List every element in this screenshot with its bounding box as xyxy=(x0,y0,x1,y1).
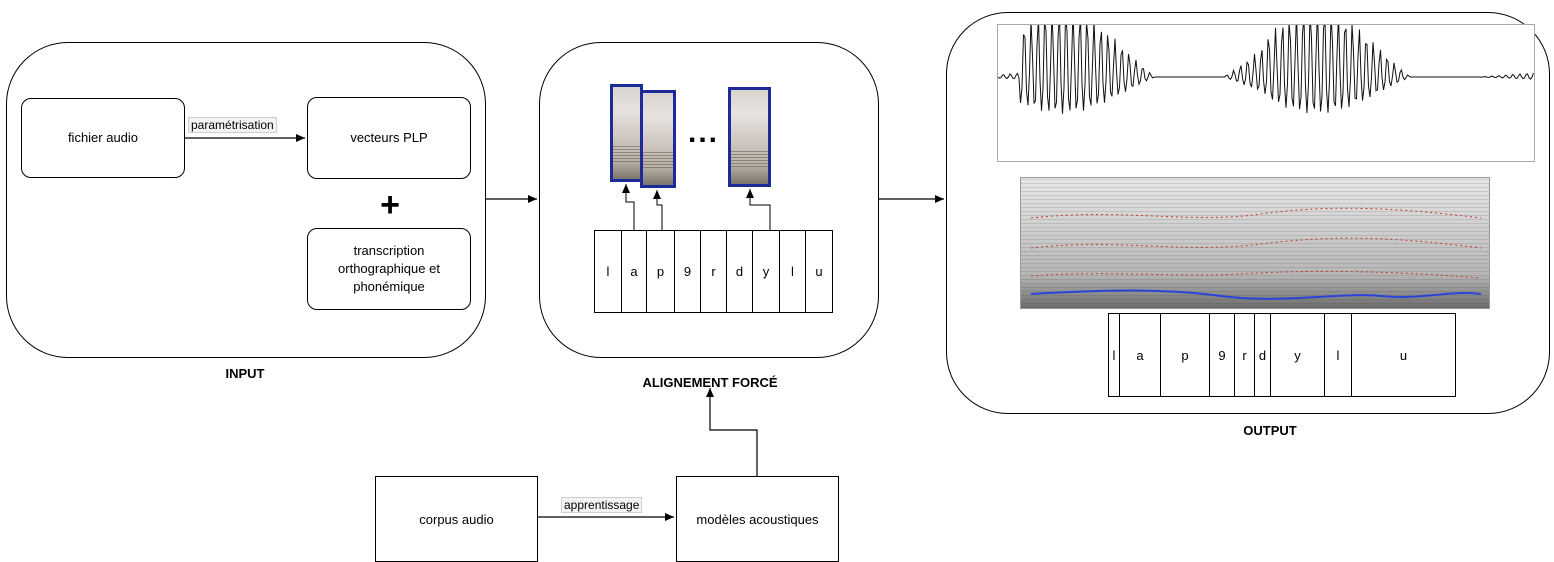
alignment-caption: ALIGNEMENT FORCÉ xyxy=(642,375,778,390)
arrow-phoneme-a xyxy=(653,190,663,230)
parametrisation-label: paramétrisation xyxy=(188,117,277,133)
phoneme-cell: d xyxy=(726,230,753,313)
segment-cell: a xyxy=(1119,313,1161,397)
segment-cell: 9 xyxy=(1209,313,1235,397)
phoneme-cell: a xyxy=(621,230,647,313)
transcription-label: transcription orthographique et phonémiq… xyxy=(338,243,440,294)
pitch-track-icon xyxy=(1030,207,1482,300)
transcription-box[interactable]: transcription orthographique et phonémiq… xyxy=(307,228,471,310)
waveform-icon xyxy=(997,8,1534,114)
acoustic-models-box[interactable]: modèles acoustiques xyxy=(676,476,839,562)
training-label: apprentissage xyxy=(561,497,643,513)
segment-cell: u xyxy=(1351,313,1456,397)
phoneme-row: l a p 9 r d y l u xyxy=(594,230,837,313)
waveform-image xyxy=(997,8,1535,162)
audio-corpus-label: corpus audio xyxy=(419,511,494,527)
arrow-phoneme-l xyxy=(622,184,635,230)
audio-file-box[interactable]: fichier audio xyxy=(21,98,185,178)
phoneme-cell: l xyxy=(594,230,622,313)
phoneme-cell: 9 xyxy=(674,230,701,313)
phoneme-cell: p xyxy=(646,230,675,313)
input-caption: INPUT xyxy=(225,366,265,381)
ellipsis: ... xyxy=(688,116,720,149)
arrow-models-to-alignment xyxy=(706,388,758,476)
frame-thumbnail-3 xyxy=(728,87,771,187)
frame-thumbnail-1 xyxy=(610,84,643,182)
segment-tier: l a p 9 r d y l u xyxy=(1108,313,1461,397)
phoneme-cell: l xyxy=(779,230,806,313)
plus-sign: + xyxy=(380,186,400,224)
frame-thumbnail-2 xyxy=(640,90,676,188)
segment-cell: p xyxy=(1160,313,1210,397)
spectrogram-image xyxy=(1020,177,1490,309)
phoneme-cell: r xyxy=(700,230,727,313)
audio-file-label: fichier audio xyxy=(67,130,139,145)
arrow-phoneme-u xyxy=(746,189,771,230)
plp-vectors-box[interactable]: vecteurs PLP xyxy=(307,97,471,179)
phoneme-cell: u xyxy=(805,230,833,313)
acoustic-models-label: modèles acoustiques xyxy=(696,511,819,527)
output-caption: OUTPUT xyxy=(1243,423,1297,438)
plp-vectors-label: vecteurs PLP xyxy=(350,130,428,145)
segment-cell: l xyxy=(1324,313,1352,397)
